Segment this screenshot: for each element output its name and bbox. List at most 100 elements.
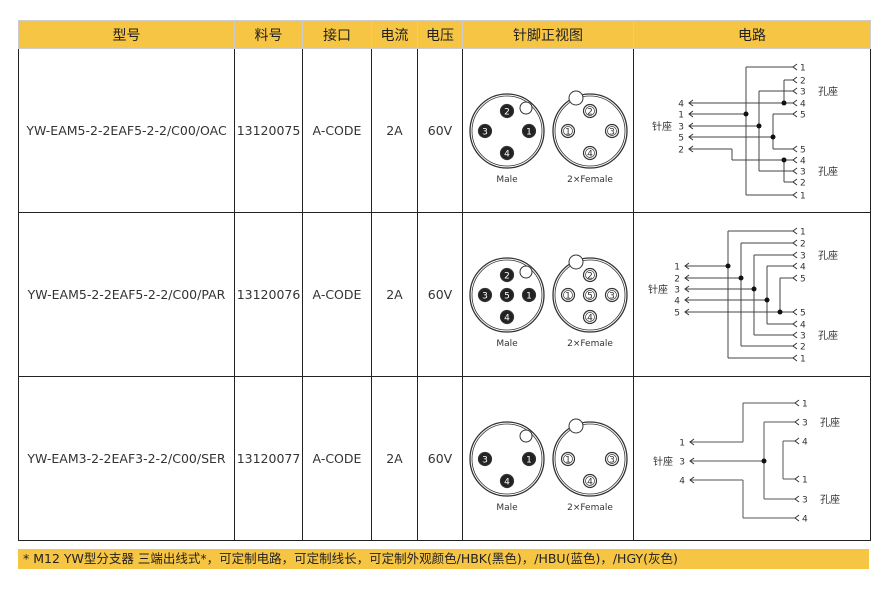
cell-current: 2A — [371, 48, 418, 213]
arrow-icon — [794, 514, 800, 522]
junction-dot — [743, 111, 749, 117]
female-connector: 21 5 3 4 — [552, 254, 628, 333]
pin-1: 1 — [521, 123, 537, 139]
pin-seat-label: 针座 — [652, 120, 672, 133]
pin-label-right: 5 — [800, 275, 806, 285]
pin-number: 3 — [609, 456, 615, 466]
arrow-icon — [792, 110, 798, 118]
pin-3: 3 — [604, 123, 620, 139]
arrow-icon — [792, 99, 798, 107]
pin-4: 4 — [582, 145, 598, 161]
pin-label-right: 2 — [800, 240, 806, 250]
cell-interface: A-CODE — [302, 376, 372, 541]
arrow-icon — [792, 251, 798, 259]
pin-1: 1 — [560, 287, 576, 303]
cell-voltage: 60V — [417, 212, 463, 377]
junction-dot — [781, 100, 787, 106]
pin-label-left: 5 — [678, 134, 684, 144]
pin-number: 4 — [587, 150, 593, 160]
arrow-icon — [688, 122, 694, 130]
pin-label-right: 3 — [800, 88, 806, 98]
pin-2: 2 — [582, 267, 598, 283]
arrow-icon — [684, 262, 690, 270]
pin-number: 5 — [587, 292, 593, 302]
male-connector: 2 3 1 4 — [469, 93, 545, 169]
junction-dot — [756, 123, 762, 129]
arrow-icon — [792, 87, 798, 95]
header-circuit: 电路 — [633, 20, 871, 49]
cell-interface: A-CODE — [302, 212, 372, 377]
pin-seat-label: 针座 — [648, 283, 668, 296]
pin-4: 4 — [582, 473, 598, 489]
pin-label-left: 1 — [678, 111, 684, 121]
cell-part: 13120076 — [234, 212, 303, 377]
pin-number: 4 — [504, 314, 510, 324]
cell-part: 13120075 — [234, 48, 303, 213]
arrow-icon — [794, 495, 800, 503]
pin-4: 4 — [582, 309, 598, 325]
pin-number: 3 — [609, 128, 615, 138]
pin-label-right: 2 — [800, 77, 806, 87]
pin-number: 1 — [565, 128, 571, 138]
pin-number: 1 — [565, 456, 571, 466]
male-label: Male — [496, 503, 518, 513]
pin-number: 3 — [482, 292, 488, 302]
pin-label-left: 4 — [678, 100, 684, 110]
pin-number: 1 — [526, 292, 532, 302]
pin-3: 3 — [604, 451, 620, 467]
female-label: 2×Female — [567, 503, 613, 513]
cell-current: 2A — [371, 212, 418, 377]
pin-number: 2 — [504, 108, 510, 118]
arrow-icon — [792, 342, 798, 350]
arrow-icon — [792, 354, 798, 362]
junction-dot — [725, 263, 731, 269]
arrow-icon — [792, 76, 798, 84]
pin-label-right: 4 — [800, 263, 806, 273]
arrow-icon — [792, 262, 798, 270]
pin-number: 4 — [504, 150, 510, 160]
pin-number: 4 — [504, 478, 510, 488]
arrow-icon — [688, 99, 694, 107]
socket-seat-label: 孔座 — [820, 493, 840, 506]
cell-voltage: 60V — [417, 376, 463, 541]
cell-model: YW-EAM5-2-2EAF5-2-2/C00/OAC — [18, 48, 235, 213]
arrow-icon — [688, 145, 694, 153]
arrow-icon — [792, 145, 798, 153]
pin-label-right: 4 — [800, 100, 806, 110]
arrow-icon — [684, 274, 690, 282]
socket-seat-label: 孔座 — [820, 416, 840, 429]
female-connector: 1 3 4 — [552, 418, 628, 497]
pin-label-right: 3 — [800, 332, 806, 342]
pin-number: 4 — [587, 314, 593, 324]
pin-3: 3 — [477, 123, 493, 139]
pin-label-left: 1 — [679, 439, 685, 449]
pin-number: 4 — [587, 478, 593, 488]
arrow-icon — [794, 399, 800, 407]
cell-interface: A-CODE — [302, 48, 372, 213]
arrow-icon — [792, 274, 798, 282]
arrow-icon — [688, 133, 694, 141]
header-model: 型号 — [18, 20, 235, 49]
pin-3: 3 — [477, 287, 493, 303]
pin-label-right: 1 — [800, 64, 806, 74]
pin-4: 4 — [499, 309, 515, 325]
pin-1: 1 — [560, 123, 576, 139]
pin-label-right: 3 — [800, 252, 806, 262]
pin-2: 2 — [582, 103, 598, 119]
pin-seat-label: 针座 — [653, 455, 673, 468]
arrow-icon — [792, 63, 798, 71]
pin-2: 2 — [499, 267, 515, 283]
pin-number: 3 — [609, 292, 615, 302]
pin-5: 5 — [499, 287, 515, 303]
junction-dot — [738, 275, 744, 281]
pin-label-left: 2 — [674, 275, 680, 285]
pin-label-right: 1 — [800, 355, 806, 365]
